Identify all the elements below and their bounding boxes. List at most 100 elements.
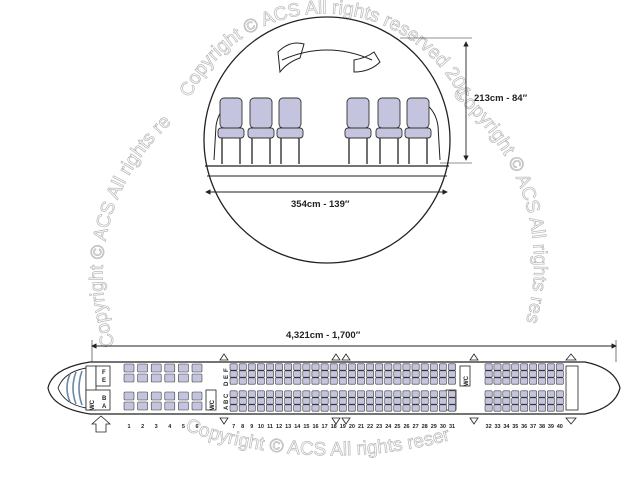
seat-row — [137, 363, 148, 411]
watermark-left: Copyright © ACS All rights reserved 2012 — [0, 0, 176, 350]
row-number: 26 — [403, 424, 409, 430]
seat-row — [439, 363, 447, 412]
seat-row — [123, 363, 135, 411]
door-forward-lower-icon — [90, 415, 112, 433]
cross-section-seat — [344, 97, 372, 164]
exit-overwing-lower-2-icon — [341, 417, 351, 425]
seat-row — [520, 363, 529, 412]
row-number: 31 — [449, 424, 455, 430]
seat-row — [420, 363, 429, 412]
row-number: 13 — [285, 424, 291, 430]
seat-row — [411, 363, 420, 412]
seat-row — [302, 363, 311, 412]
cross-section-seat — [375, 97, 403, 164]
cross-section-seat — [247, 97, 275, 164]
row-number: 4 — [168, 424, 172, 430]
cross-section-seat — [276, 97, 304, 164]
seat-row — [293, 363, 302, 412]
seat-row — [164, 363, 176, 411]
row-number: 2 — [141, 424, 144, 430]
seat-row — [357, 363, 365, 412]
fuselage-outline — [47, 361, 621, 415]
row-number: 23 — [376, 424, 382, 430]
exit-forward-upper-icon — [219, 353, 229, 361]
exit-overwing-upper-1-icon — [331, 353, 341, 361]
seat-row — [275, 363, 283, 412]
row-number: 14 — [294, 424, 301, 430]
row-number: 21 — [358, 424, 364, 430]
row-number: 37 — [530, 424, 536, 430]
seat-letter-f-mid: F — [224, 368, 230, 372]
row-number: 30 — [440, 424, 446, 430]
row-number: 12 — [276, 424, 282, 430]
row-number: 38 — [539, 424, 545, 430]
row-number: 40 — [557, 424, 563, 430]
exit-forward-lower-icon — [219, 417, 229, 425]
seat-letter-a-mid: A — [224, 405, 230, 410]
seat-row — [529, 363, 537, 412]
seat-letter-f: F — [102, 370, 106, 376]
aft-galley — [565, 365, 579, 411]
length-label: 4,321cm - 1,700″ — [286, 330, 361, 341]
row-number: 24 — [385, 424, 392, 430]
seat-letter-b: B — [102, 396, 107, 402]
seat-letter-e: E — [102, 378, 106, 384]
seat-row — [238, 363, 247, 412]
row-number: 22 — [367, 424, 373, 430]
seat-row — [547, 363, 555, 412]
row-number: 36 — [521, 424, 527, 430]
row-number: 34 — [503, 424, 510, 430]
seat-row — [284, 363, 293, 412]
seat-row — [448, 363, 456, 412]
row-number: 33 — [494, 424, 500, 430]
row-number: 10 — [258, 424, 264, 430]
row-number: 27 — [413, 424, 419, 430]
seat-letter-c-mid: C — [224, 393, 230, 398]
aft-wc-block-2 — [459, 365, 471, 387]
seat-letters-mid: F E D C B A — [224, 368, 230, 410]
seat-row — [538, 363, 546, 412]
wc-mid: WC — [210, 399, 216, 410]
overhead-bin-right — [353, 51, 381, 73]
seat-letter-b-mid: B — [224, 399, 230, 404]
row-number: 11 — [267, 424, 273, 430]
door-rear-lower-icon — [565, 417, 577, 425]
seat-row — [178, 363, 189, 411]
door-markers — [90, 353, 577, 433]
row-number: 9 — [250, 424, 253, 430]
row-number: 28 — [422, 424, 428, 430]
forward-lav-upper — [95, 365, 111, 387]
cross-section-seats — [217, 97, 432, 164]
seat-letter-a: A — [102, 404, 107, 410]
seat-row — [502, 363, 511, 412]
width-label: 354cm - 139″ — [291, 199, 350, 210]
row-number: 17 — [322, 424, 328, 430]
seat-row — [493, 363, 502, 412]
seat-row — [266, 363, 274, 412]
seat-letter-d-mid: D — [224, 381, 230, 386]
row-number: 7 — [232, 424, 235, 430]
forward-lav-lower — [85, 389, 111, 411]
seat-row — [150, 363, 162, 411]
seat-row — [329, 363, 338, 412]
row-number: 20 — [349, 424, 355, 430]
seat-row — [393, 363, 402, 412]
overhead-bin-left — [277, 42, 305, 74]
seat-row — [320, 363, 329, 412]
seat-row — [384, 363, 393, 412]
seat-letters-forward: F E B A — [102, 370, 107, 410]
seat-row — [229, 363, 238, 412]
svg-text:Copyright © ACS All rights res: Copyright © ACS All rights reserved 2012 — [0, 0, 175, 350]
height-label: 213cm - 84″ — [474, 93, 528, 104]
row-number: 35 — [512, 424, 518, 430]
seat-row — [191, 363, 203, 411]
seat-row — [247, 363, 256, 412]
watermark-top: Copyright © ACS All rights reserved 2012 — [0, 0, 475, 102]
row-number: 15 — [303, 424, 309, 430]
exit-aft-upper-icon — [469, 353, 479, 361]
wc-forward: WC — [90, 399, 96, 410]
door-rear-upper-icon — [565, 353, 577, 361]
row-number: 32 — [486, 424, 492, 430]
